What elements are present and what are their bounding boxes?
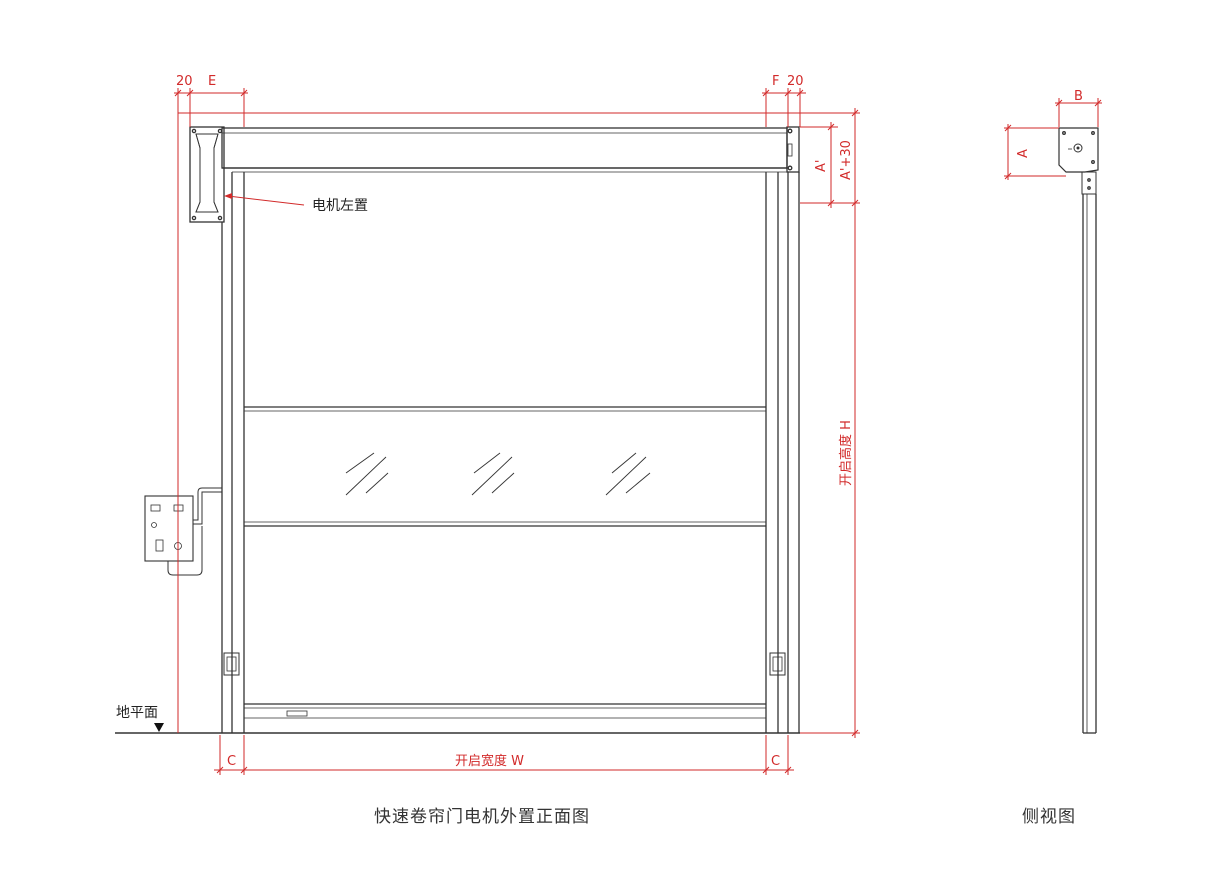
side-view-caption: 侧视图 <box>1022 807 1076 827</box>
dim-left-margin: 20 <box>176 74 193 89</box>
curtain <box>244 406 766 719</box>
ground-label: 地平面 <box>116 705 158 721</box>
front-view <box>115 126 800 734</box>
motor-label: 电机左置 <box>312 198 368 214</box>
dimension-lines <box>174 88 860 775</box>
motor-pointer <box>224 193 305 206</box>
dim-right-margin: 20 <box>787 74 804 89</box>
ground-marker-icon <box>154 723 164 732</box>
side-dimension-lines <box>1004 98 1102 180</box>
front-view-caption: 快速卷帘门电机外置正面图 <box>374 807 590 827</box>
motor <box>189 126 225 223</box>
dim-f: F <box>772 74 779 89</box>
side-view <box>1058 127 1099 734</box>
control-box <box>144 487 222 576</box>
dim-e: E <box>208 74 216 89</box>
dim-a: A <box>1016 149 1031 158</box>
roller-box <box>221 127 788 169</box>
left-guide-rail <box>221 172 245 733</box>
dim-a-prime: A' <box>814 160 829 172</box>
dim-c-left: C <box>227 754 236 769</box>
dim-opening-height: 开启高度 H <box>838 420 854 486</box>
dim-opening-width: 开启宽度 W <box>455 753 524 769</box>
dim-b: B <box>1074 89 1083 104</box>
dim-c-right: C <box>771 754 780 769</box>
right-guide-rail <box>765 172 800 733</box>
window-reflections <box>345 452 651 496</box>
dim-a-prime-plus-30: A'+30 <box>839 140 854 180</box>
